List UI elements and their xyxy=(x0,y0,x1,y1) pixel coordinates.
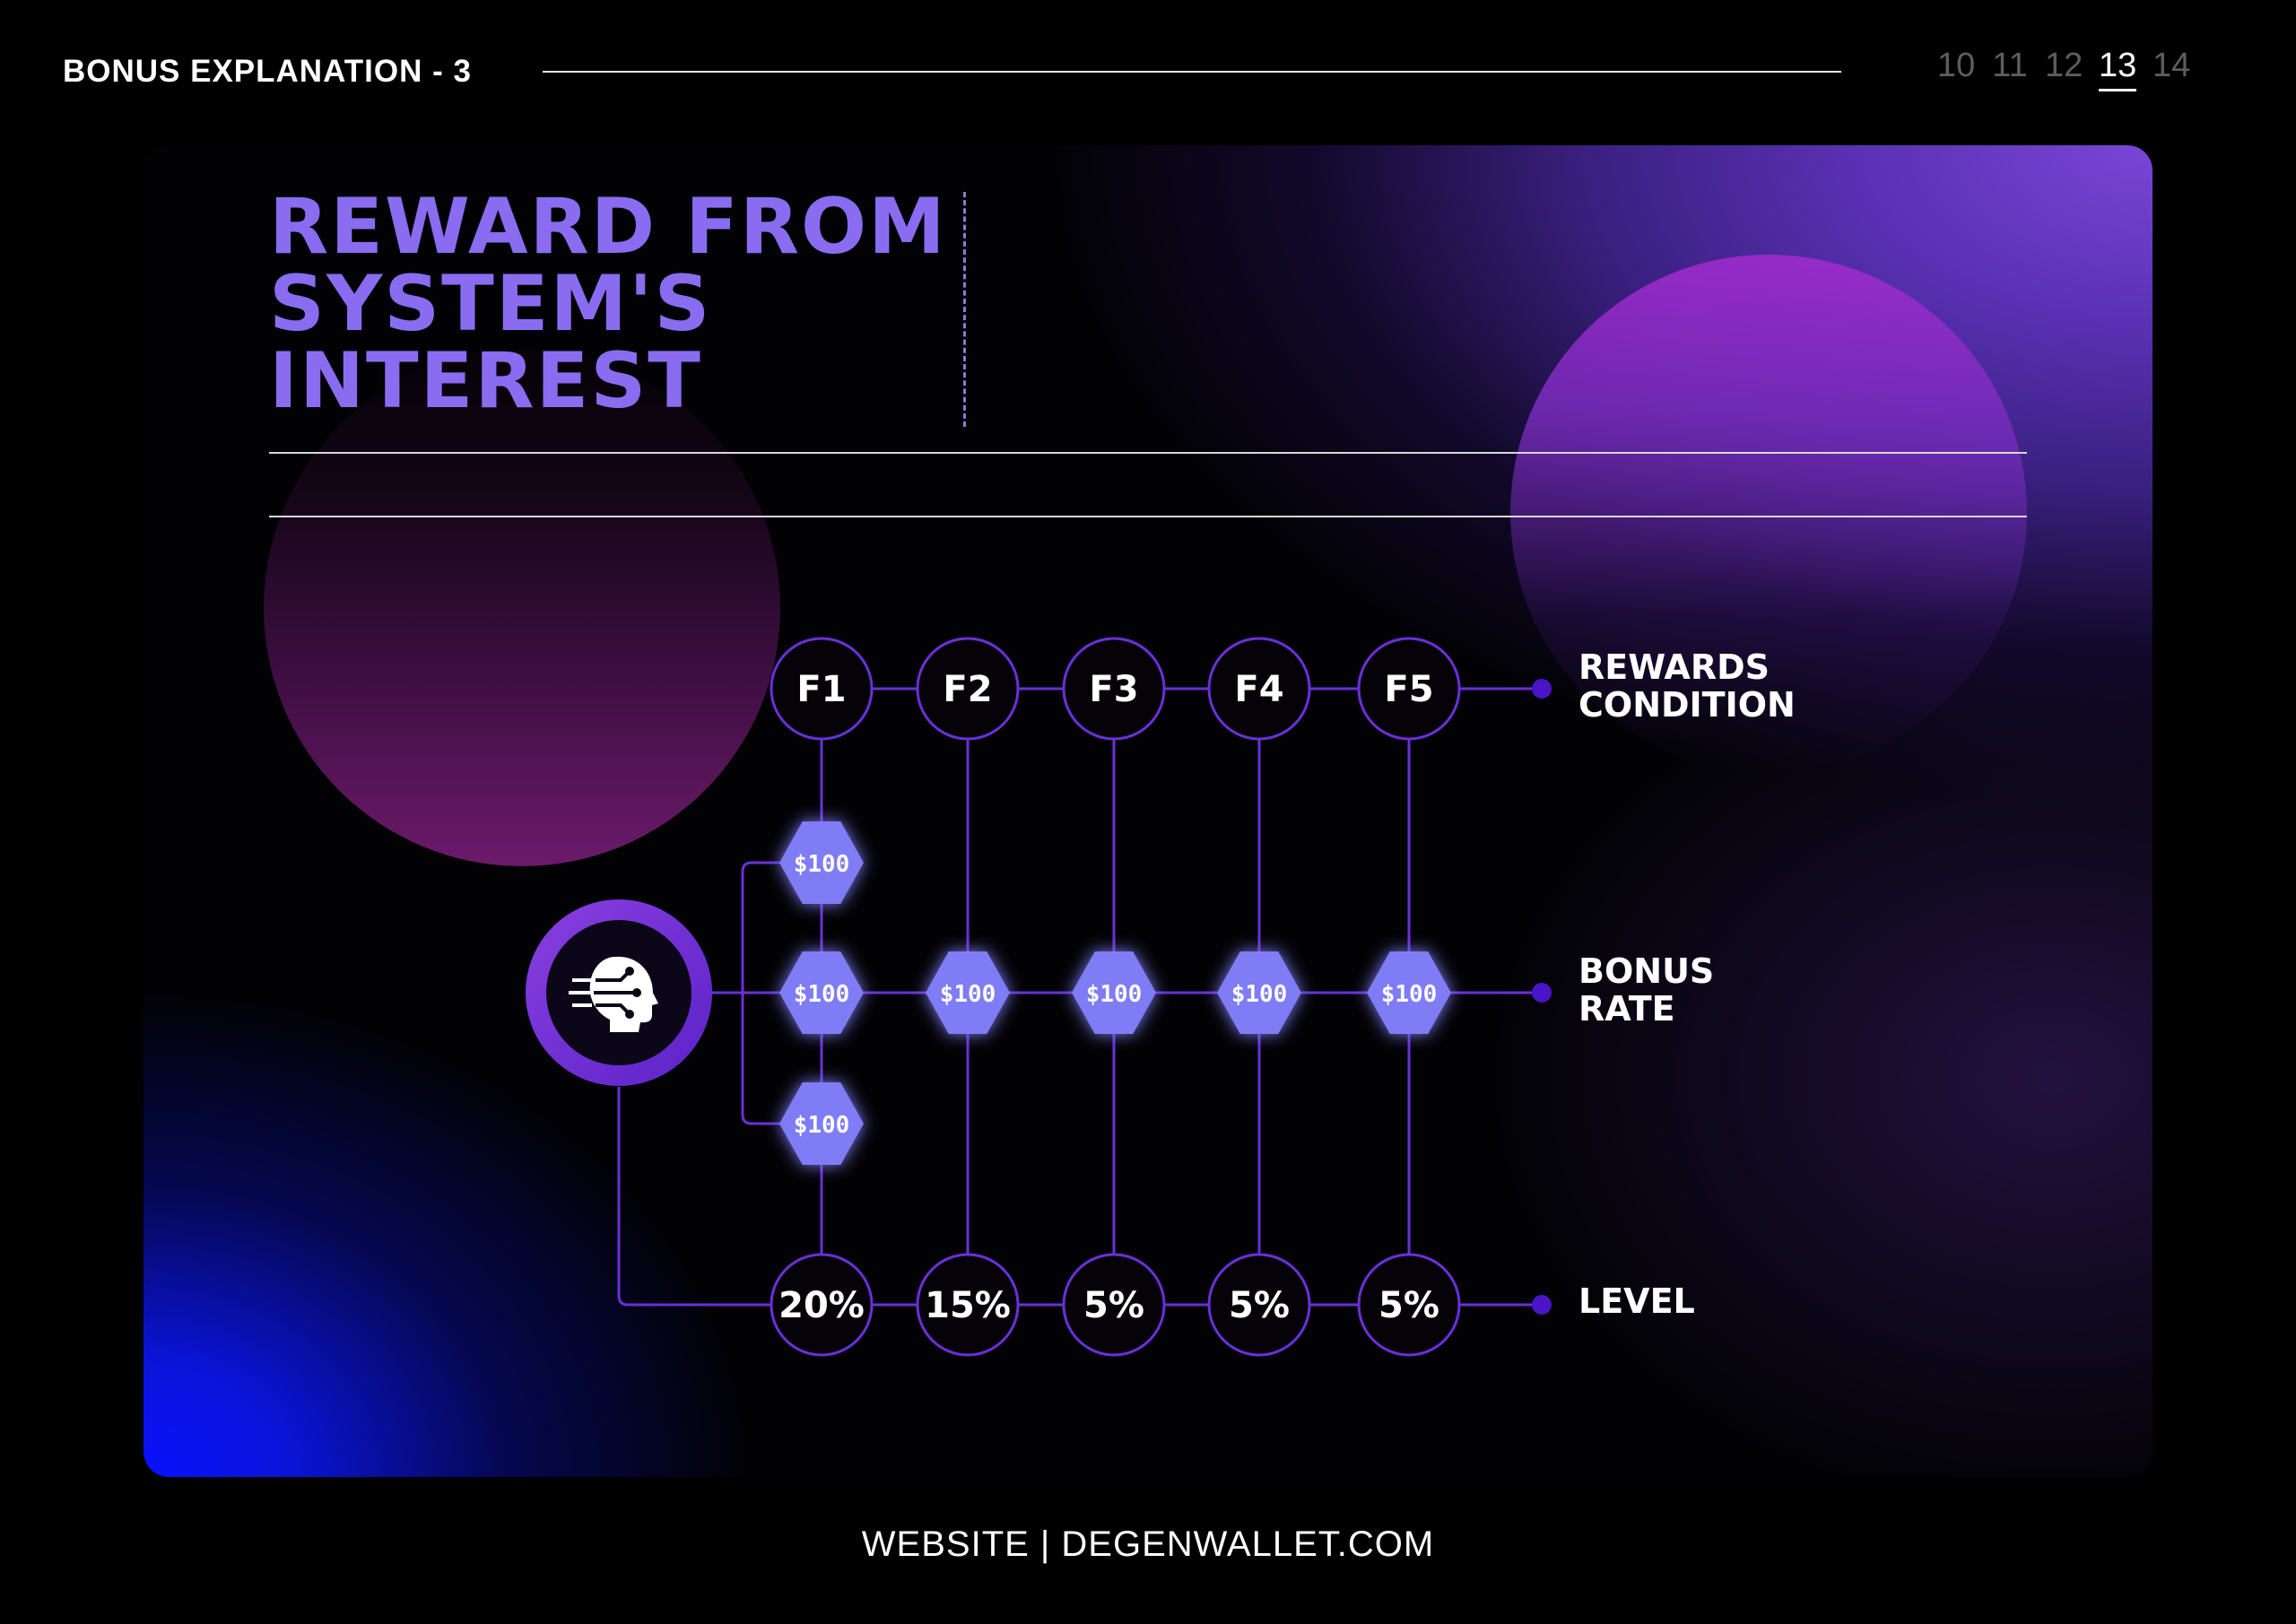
level-node-f4-ring xyxy=(1207,1253,1311,1357)
generation-node-f1-ring xyxy=(770,637,874,741)
generation-node-f5-label: F5 xyxy=(1384,669,1433,710)
bonus-hex-f5: $100 xyxy=(1367,951,1451,1034)
horizontal-rule-top xyxy=(269,452,2027,454)
bonus-hex-f4-label: $100 xyxy=(1231,981,1288,1008)
title-divider xyxy=(963,192,966,427)
row-dot xyxy=(1532,983,1552,1003)
row-label-bonus-rate: BONUS RATE xyxy=(1532,951,1714,1029)
center-node xyxy=(526,899,712,1086)
level-node-f2-ring xyxy=(916,1253,1020,1357)
bonus-hex-f3-label: $100 xyxy=(1086,981,1143,1008)
level-node-f1: 20% xyxy=(770,1253,874,1357)
generation-node-f5-ring xyxy=(1357,637,1461,741)
bonus-hex-f1-shape xyxy=(779,951,864,1034)
bonus-hex-f5-shape xyxy=(1367,951,1451,1034)
level-node-f1-ring xyxy=(770,1253,874,1357)
bonus-hex-f2: $100 xyxy=(926,951,1010,1034)
header-divider xyxy=(543,71,1841,73)
page-link-13-current[interactable]: 13 xyxy=(2099,47,2136,91)
row-dot xyxy=(1532,679,1552,699)
generation-node-f3-ring xyxy=(1062,637,1166,741)
horizontal-rule-bottom xyxy=(269,516,2027,517)
bonus-hex-f1-upper: $100 xyxy=(779,821,864,904)
level-node-f1-label: 20% xyxy=(778,1285,865,1326)
row-label-line: BONUS xyxy=(1578,951,1714,991)
f1-branch-wire xyxy=(741,861,822,1125)
generation-node-f2: F2 xyxy=(916,637,1020,741)
generation-node-f4-label: F4 xyxy=(1234,669,1283,710)
bonus-hex-f5-label: $100 xyxy=(1381,981,1438,1008)
level-node-f5-ring xyxy=(1357,1253,1461,1357)
level-node-f4-label: 5% xyxy=(1229,1285,1290,1326)
decorative-orb-left xyxy=(264,350,780,866)
decorative-orb-right xyxy=(1510,255,2027,771)
bonus-hex-f3-shape xyxy=(1072,951,1156,1034)
bonus-hex-f1-upper-shape xyxy=(779,821,864,904)
level-node-f2: 15% xyxy=(916,1253,1020,1357)
center-to-level-wire xyxy=(617,1087,822,1307)
level-node-f3-label: 5% xyxy=(1083,1285,1144,1326)
page-link-14[interactable]: 14 xyxy=(2152,47,2191,84)
page-link-10[interactable]: 10 xyxy=(1937,47,1976,84)
footer-website: WEBSITE | DEGENWALLET.COM xyxy=(861,1524,1435,1564)
bonus-hex-f1-label: $100 xyxy=(794,981,850,1008)
level-node-f4: 5% xyxy=(1207,1253,1311,1357)
title-line-2: SYSTEM'S xyxy=(269,259,712,349)
generation-node-f4: F4 xyxy=(1207,637,1311,741)
row-dot xyxy=(1532,1295,1552,1315)
bonus-hex-f1-lower: $100 xyxy=(779,1082,864,1165)
level-node-f5-label: 5% xyxy=(1378,1285,1439,1326)
level-node-f3: 5% xyxy=(1062,1253,1166,1357)
page-navigation: 10 11 12 13 14 xyxy=(1937,47,2190,91)
title-line-1: REWARD FROM xyxy=(269,182,947,272)
page-title: REWARD FROM SYSTEM'S INTEREST xyxy=(269,188,947,420)
bonus-hex-f4-shape xyxy=(1217,951,1301,1034)
generation-node-f1-label: F1 xyxy=(796,669,846,710)
generation-node-f3-label: F3 xyxy=(1089,669,1138,710)
bonus-hex-f1: $100 xyxy=(779,951,864,1034)
bonus-hex-f2-label: $100 xyxy=(940,981,996,1008)
content-card: REWARD FROM SYSTEM'S INTEREST xyxy=(144,145,2152,1477)
bonus-hex-f2-shape xyxy=(926,951,1010,1034)
row-label-line: LEVEL xyxy=(1578,1281,1695,1321)
row-label-line: RATE xyxy=(1578,989,1675,1029)
generation-node-f2-ring xyxy=(916,637,1020,741)
row-label-level: LEVEL xyxy=(1532,1281,1695,1321)
generation-node-f1: F1 xyxy=(770,637,874,741)
bonus-hex-f3: $100 xyxy=(1072,951,1156,1034)
page-link-12[interactable]: 12 xyxy=(2045,47,2083,84)
bonus-hex-f1-lower-shape xyxy=(779,1082,864,1165)
ai-head-icon xyxy=(569,956,658,1032)
row-label-line: REWARDS xyxy=(1578,647,1770,687)
generation-node-f4-ring xyxy=(1207,637,1311,741)
level-node-f2-label: 15% xyxy=(925,1285,1011,1326)
level-node-f3-ring xyxy=(1062,1253,1166,1357)
section-title: BONUS EXPLANATION - 3 xyxy=(63,54,472,89)
bonus-hex-f4: $100 xyxy=(1217,951,1301,1034)
bonus-hex-f1-lower-label: $100 xyxy=(794,1112,850,1139)
level-node-f5: 5% xyxy=(1357,1253,1461,1357)
bonus-hex-f1-upper-label: $100 xyxy=(794,851,850,878)
page-link-11[interactable]: 11 xyxy=(1992,47,2028,84)
row-label-rewards-condition: REWARDS CONDITION xyxy=(1532,647,1796,725)
generation-node-f3: F3 xyxy=(1062,637,1166,741)
row-label-line: CONDITION xyxy=(1578,685,1796,725)
generation-node-f2-label: F2 xyxy=(943,669,992,710)
generation-node-f5: F5 xyxy=(1357,637,1461,741)
title-line-3: INTEREST xyxy=(269,336,702,426)
